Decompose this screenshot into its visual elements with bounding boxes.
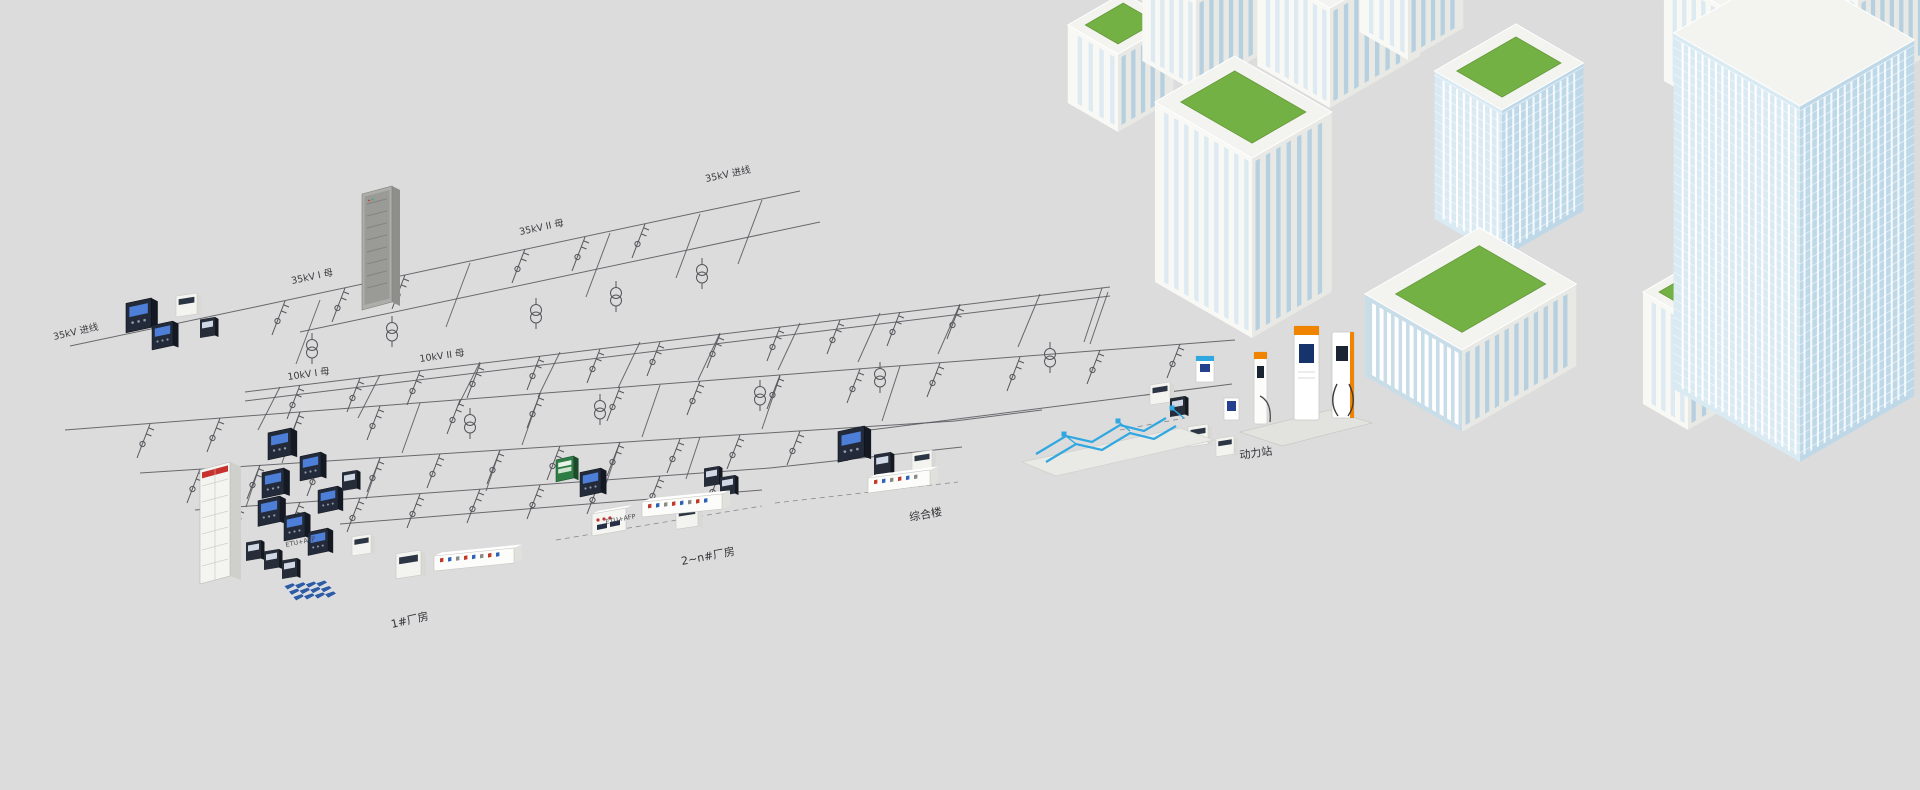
protection-relay (317, 485, 344, 515)
building (1433, 23, 1585, 258)
label-complex-building: 综合楼 (908, 504, 943, 524)
meter-box (395, 549, 427, 580)
power-meter (264, 549, 283, 570)
protection-relay (299, 451, 327, 482)
campus-buildings (1066, 0, 1920, 462)
solar-panel-array (283, 579, 338, 602)
distribution-strip (867, 466, 938, 494)
server-rack (361, 185, 401, 311)
building (1359, 0, 1464, 60)
power-meter (704, 466, 723, 487)
power-meter (200, 317, 219, 338)
schematic-wiring (64, 190, 1236, 542)
charger-cabinet (1293, 325, 1320, 421)
distribution-strip (641, 490, 730, 518)
protection-relay (267, 427, 298, 461)
protection-relay (579, 467, 607, 498)
building (1153, 55, 1333, 338)
charger-post (1253, 351, 1268, 425)
power-meter (282, 558, 301, 579)
lv-cabinet (199, 461, 242, 585)
meter-box (175, 292, 202, 318)
hvac-piping (1020, 405, 1216, 477)
protection-relay (837, 425, 872, 463)
control-panel (591, 505, 632, 537)
protection-relay (261, 467, 291, 499)
equipment-devices (125, 185, 1374, 602)
meter-box (351, 533, 376, 557)
building (1066, 0, 1175, 132)
building (1364, 227, 1578, 432)
ev-charging-stations (1238, 325, 1374, 447)
plc-gateway (555, 455, 580, 483)
label-power-station: 动力站 (1238, 444, 1273, 462)
distribution-strip (433, 544, 522, 572)
monitoring-kiosk (1195, 355, 1240, 421)
power-meter (874, 452, 895, 476)
protection-relay (151, 320, 179, 351)
power-meter (246, 540, 265, 561)
power-meter (342, 470, 361, 491)
protection-relay (257, 495, 287, 527)
building (1672, 0, 1916, 462)
meter-box (1215, 435, 1239, 458)
